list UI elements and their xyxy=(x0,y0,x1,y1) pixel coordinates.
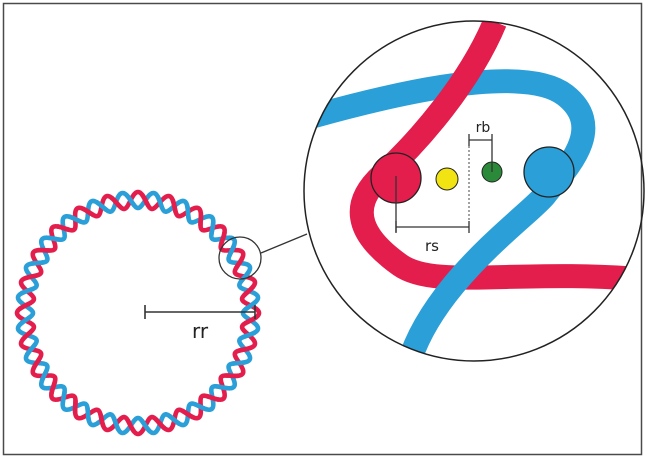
magnify-region-circle xyxy=(218,236,262,280)
ring-crossing-segment xyxy=(25,342,37,356)
ring-crossing-segment xyxy=(216,384,230,391)
ring-crossing-segment xyxy=(29,260,44,267)
ring-crossing-segment xyxy=(242,284,256,297)
ring-crossing-segment xyxy=(227,243,237,257)
ring-crossing-segment xyxy=(49,380,58,395)
ring-crossing-segment xyxy=(209,221,216,235)
strand-bead-blue xyxy=(523,146,575,198)
ring-crossing-segment xyxy=(233,256,245,270)
ring-crossing-segment xyxy=(18,300,33,311)
ring-crossing-segment xyxy=(56,224,71,233)
ring-crossing-segment xyxy=(139,419,152,433)
zoom-inset-border xyxy=(303,20,645,362)
ring-crossing-segment xyxy=(170,198,178,213)
ring-crossing-segment xyxy=(154,417,167,431)
ring-crossing-segment xyxy=(232,359,247,366)
ring-crossing-segment xyxy=(18,314,32,327)
ring-crossing-segment xyxy=(218,231,227,246)
ring-crossing-segment xyxy=(46,235,60,242)
ring-crossing-segment xyxy=(81,206,95,218)
ring-crossing-segment xyxy=(20,286,35,296)
ring-crossing-segment xyxy=(155,195,165,210)
zoom-strand-blue xyxy=(304,69,596,361)
ring-strand-blue-back xyxy=(15,190,261,436)
ring-crossing-segment xyxy=(205,393,220,402)
ring-crossing-segment xyxy=(68,214,82,224)
ring-strand-red-back xyxy=(14,189,262,437)
ring-crossing-segment xyxy=(98,413,106,428)
ring-crossing-segment xyxy=(95,200,109,212)
ring-radius-label: rr xyxy=(192,319,209,343)
ring-crossing-segment xyxy=(125,418,136,433)
ring-crossing-segment xyxy=(31,356,43,370)
base-radius-label: rb xyxy=(476,120,491,136)
ring-crossing-segment xyxy=(244,299,258,312)
ring-crossing-segment xyxy=(241,330,256,340)
ring-crossing-segment xyxy=(60,391,67,405)
magnify-connector-line xyxy=(260,233,308,254)
ring-crossing-segment xyxy=(85,407,92,422)
ring-crossing-segment xyxy=(167,414,181,426)
ring-crossing-segment xyxy=(181,408,195,420)
ring-crossing-segment xyxy=(140,193,151,208)
zoom-inset xyxy=(304,21,644,361)
ring-front-crossings xyxy=(18,193,258,433)
ring-crossing-segment xyxy=(194,402,208,412)
ring-crossing-segment xyxy=(124,193,137,207)
dna-ring xyxy=(14,189,262,437)
ring-crossing-segment xyxy=(238,345,253,353)
ring-crossing-segment xyxy=(39,369,49,383)
ring-crossing-segment xyxy=(239,270,251,284)
ring-crossing-segment xyxy=(184,204,191,219)
ring-crossing-segment xyxy=(23,273,38,281)
ring-crossing-segment xyxy=(20,329,34,342)
particle-yellow xyxy=(435,167,459,191)
ring-crossing-segment xyxy=(109,195,122,209)
strand-separation-label: rs xyxy=(425,237,439,255)
ring-crossing-segment xyxy=(111,416,121,431)
